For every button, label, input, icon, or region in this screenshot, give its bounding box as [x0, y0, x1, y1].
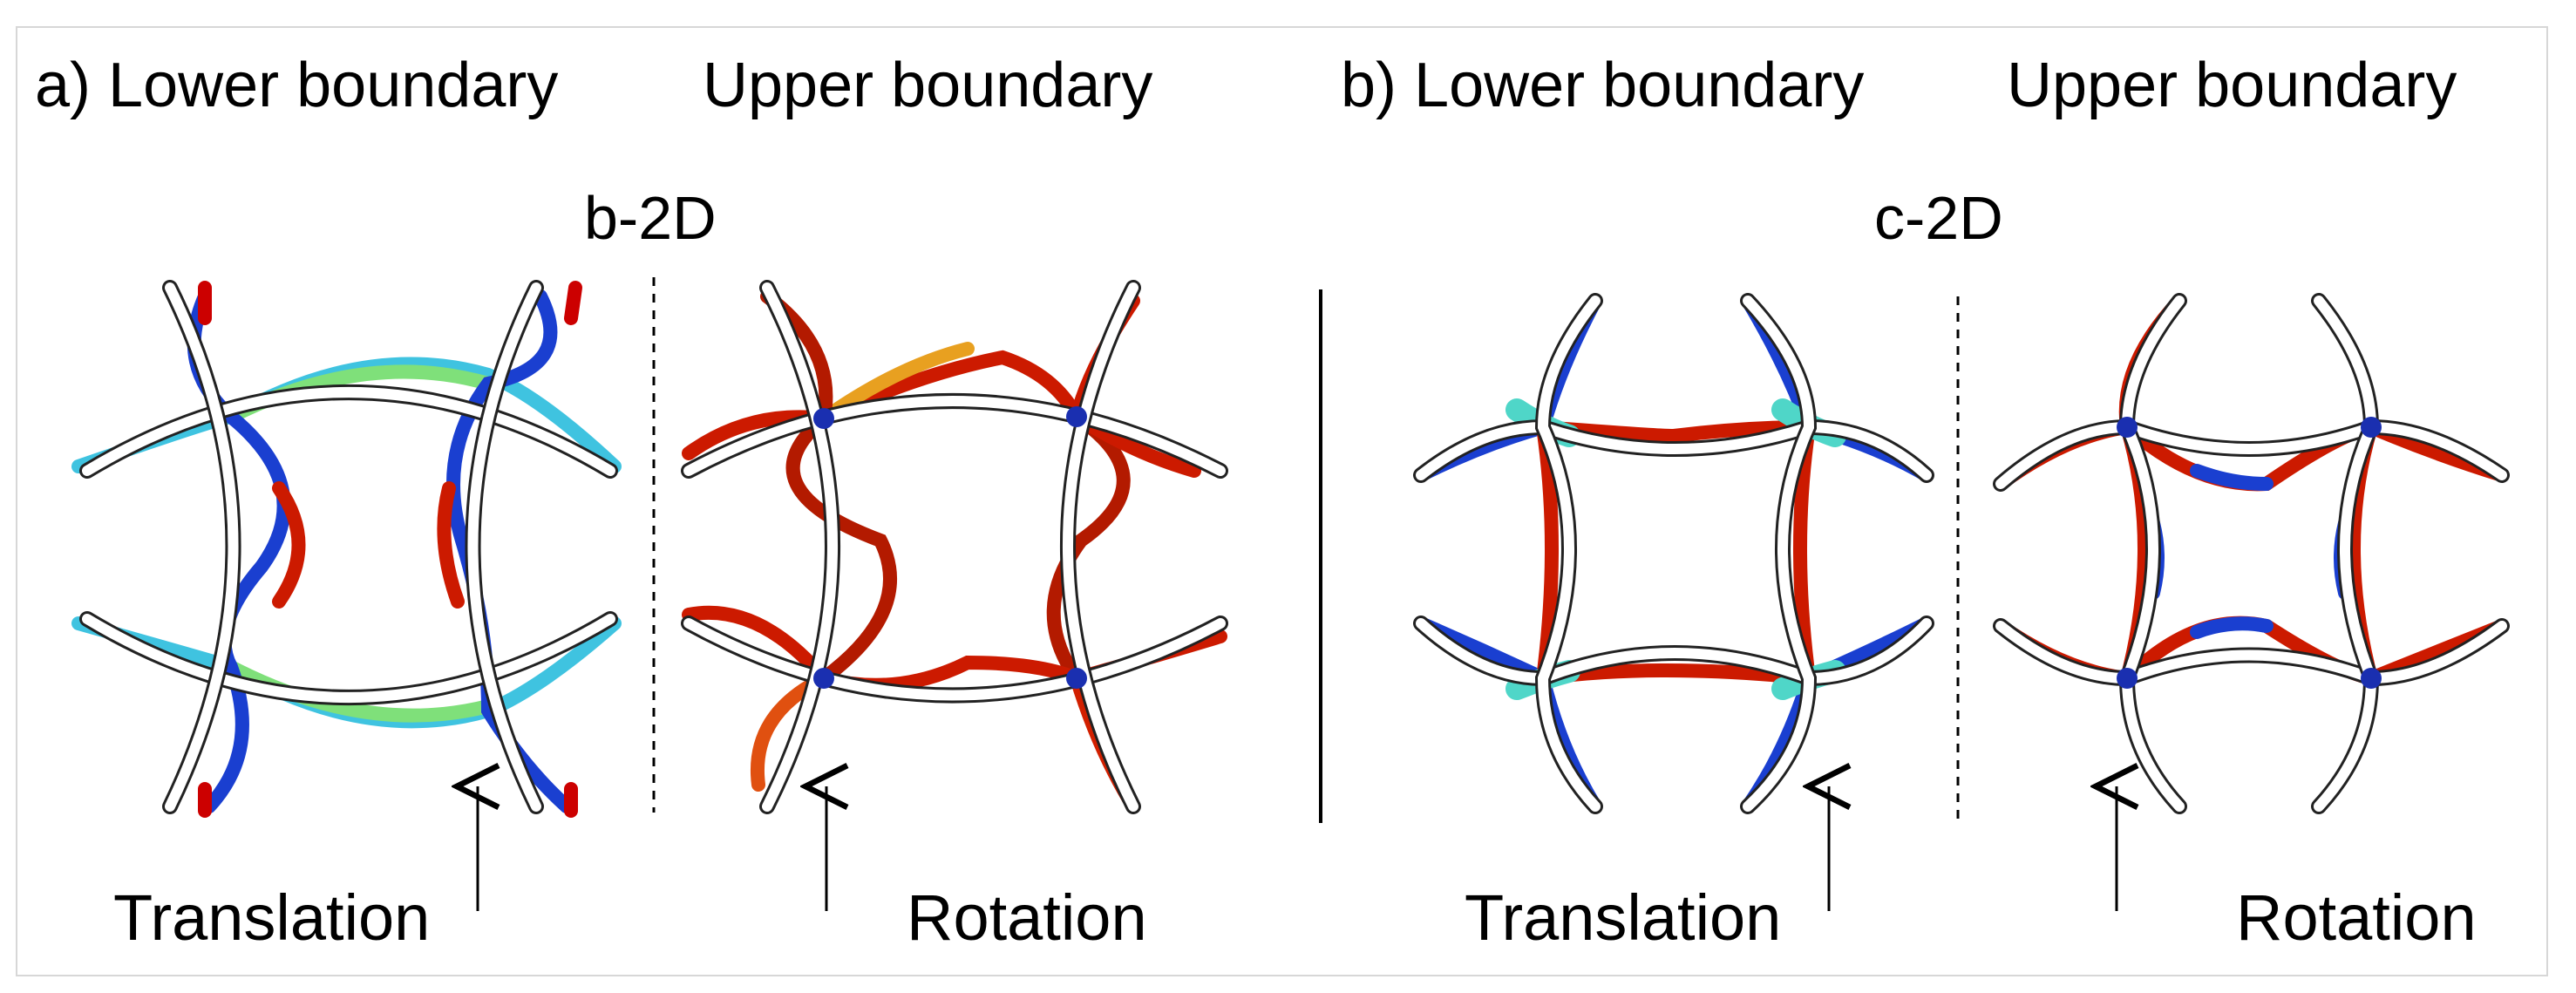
panel-a-lower-boundary-heading: a) Lower boundary [35, 51, 559, 120]
figure-frame [16, 26, 2548, 976]
panel-a-upper-boundary-heading: Upper boundary [703, 51, 1153, 120]
panel-b-structure-label: c-2D [1874, 184, 2003, 252]
panel-a-translation-label: Translation [113, 881, 431, 954]
panel-b-rotation-label: Rotation [2236, 881, 2477, 954]
panel-b-upper-lattice [1993, 293, 2510, 814]
panel-a-structure-label: b-2D [584, 184, 717, 252]
panel-b-lower-lattice [1413, 293, 1934, 814]
panel-a-rotation-label: Rotation [907, 881, 1147, 954]
panel-a-upper-lattice [681, 280, 1228, 814]
panel-a-lower-lattice [71, 280, 622, 818]
panel-b-lower-boundary-heading: b) Lower boundary [1341, 51, 1865, 120]
panel-b-translation-label: Translation [1465, 881, 1782, 954]
panel-b-upper-boundary-heading: Upper boundary [2007, 51, 2457, 120]
